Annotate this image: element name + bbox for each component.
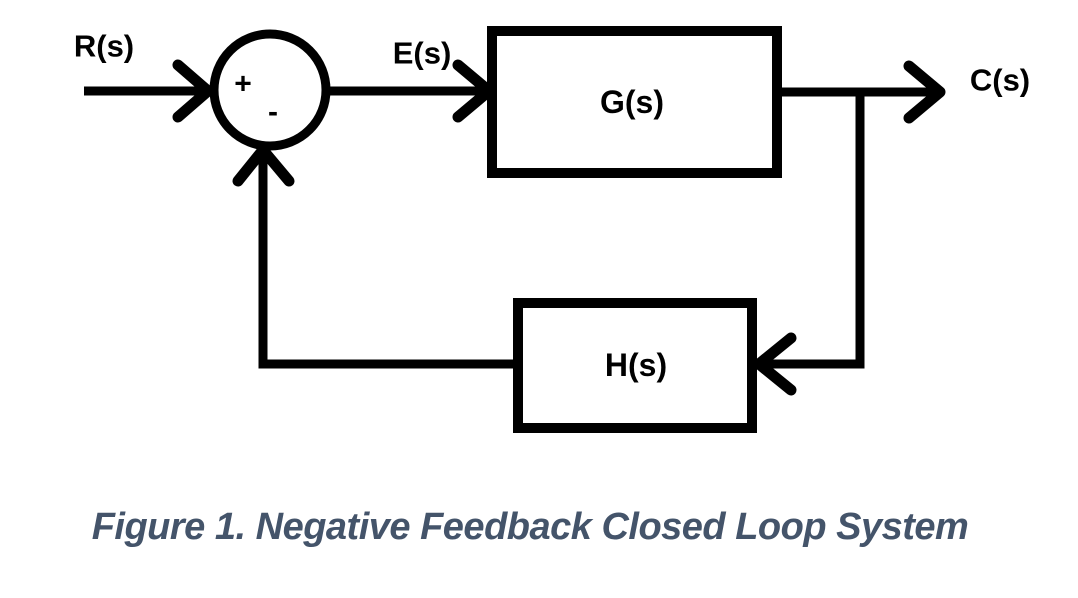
summing-junction <box>209 29 331 151</box>
feedback-return-line <box>258 152 518 369</box>
takeoff-branch-line <box>762 92 865 369</box>
summing-plus-sign: + <box>234 68 252 101</box>
arrowhead-output <box>903 60 946 124</box>
summing-minus-sign: - <box>268 96 278 129</box>
arrowhead-into-feedback-block <box>753 332 797 396</box>
forward-block <box>487 26 782 178</box>
forward-block-label: G(s) <box>600 84 664 120</box>
figure-caption: Figure 1. Negative Feedback Closed Loop … <box>91 506 969 548</box>
output-signal-label: C(s) <box>970 63 1030 98</box>
error-signal-label: E(s) <box>393 36 452 71</box>
arrowhead-into-summing-junction <box>172 59 214 123</box>
feedback-block <box>513 298 757 433</box>
arrowhead-into-forward-block <box>452 59 495 123</box>
arrowhead-feedback-up <box>232 144 295 187</box>
input-signal-label: R(s) <box>74 29 134 64</box>
feedback-block-label: H(s) <box>605 347 667 383</box>
